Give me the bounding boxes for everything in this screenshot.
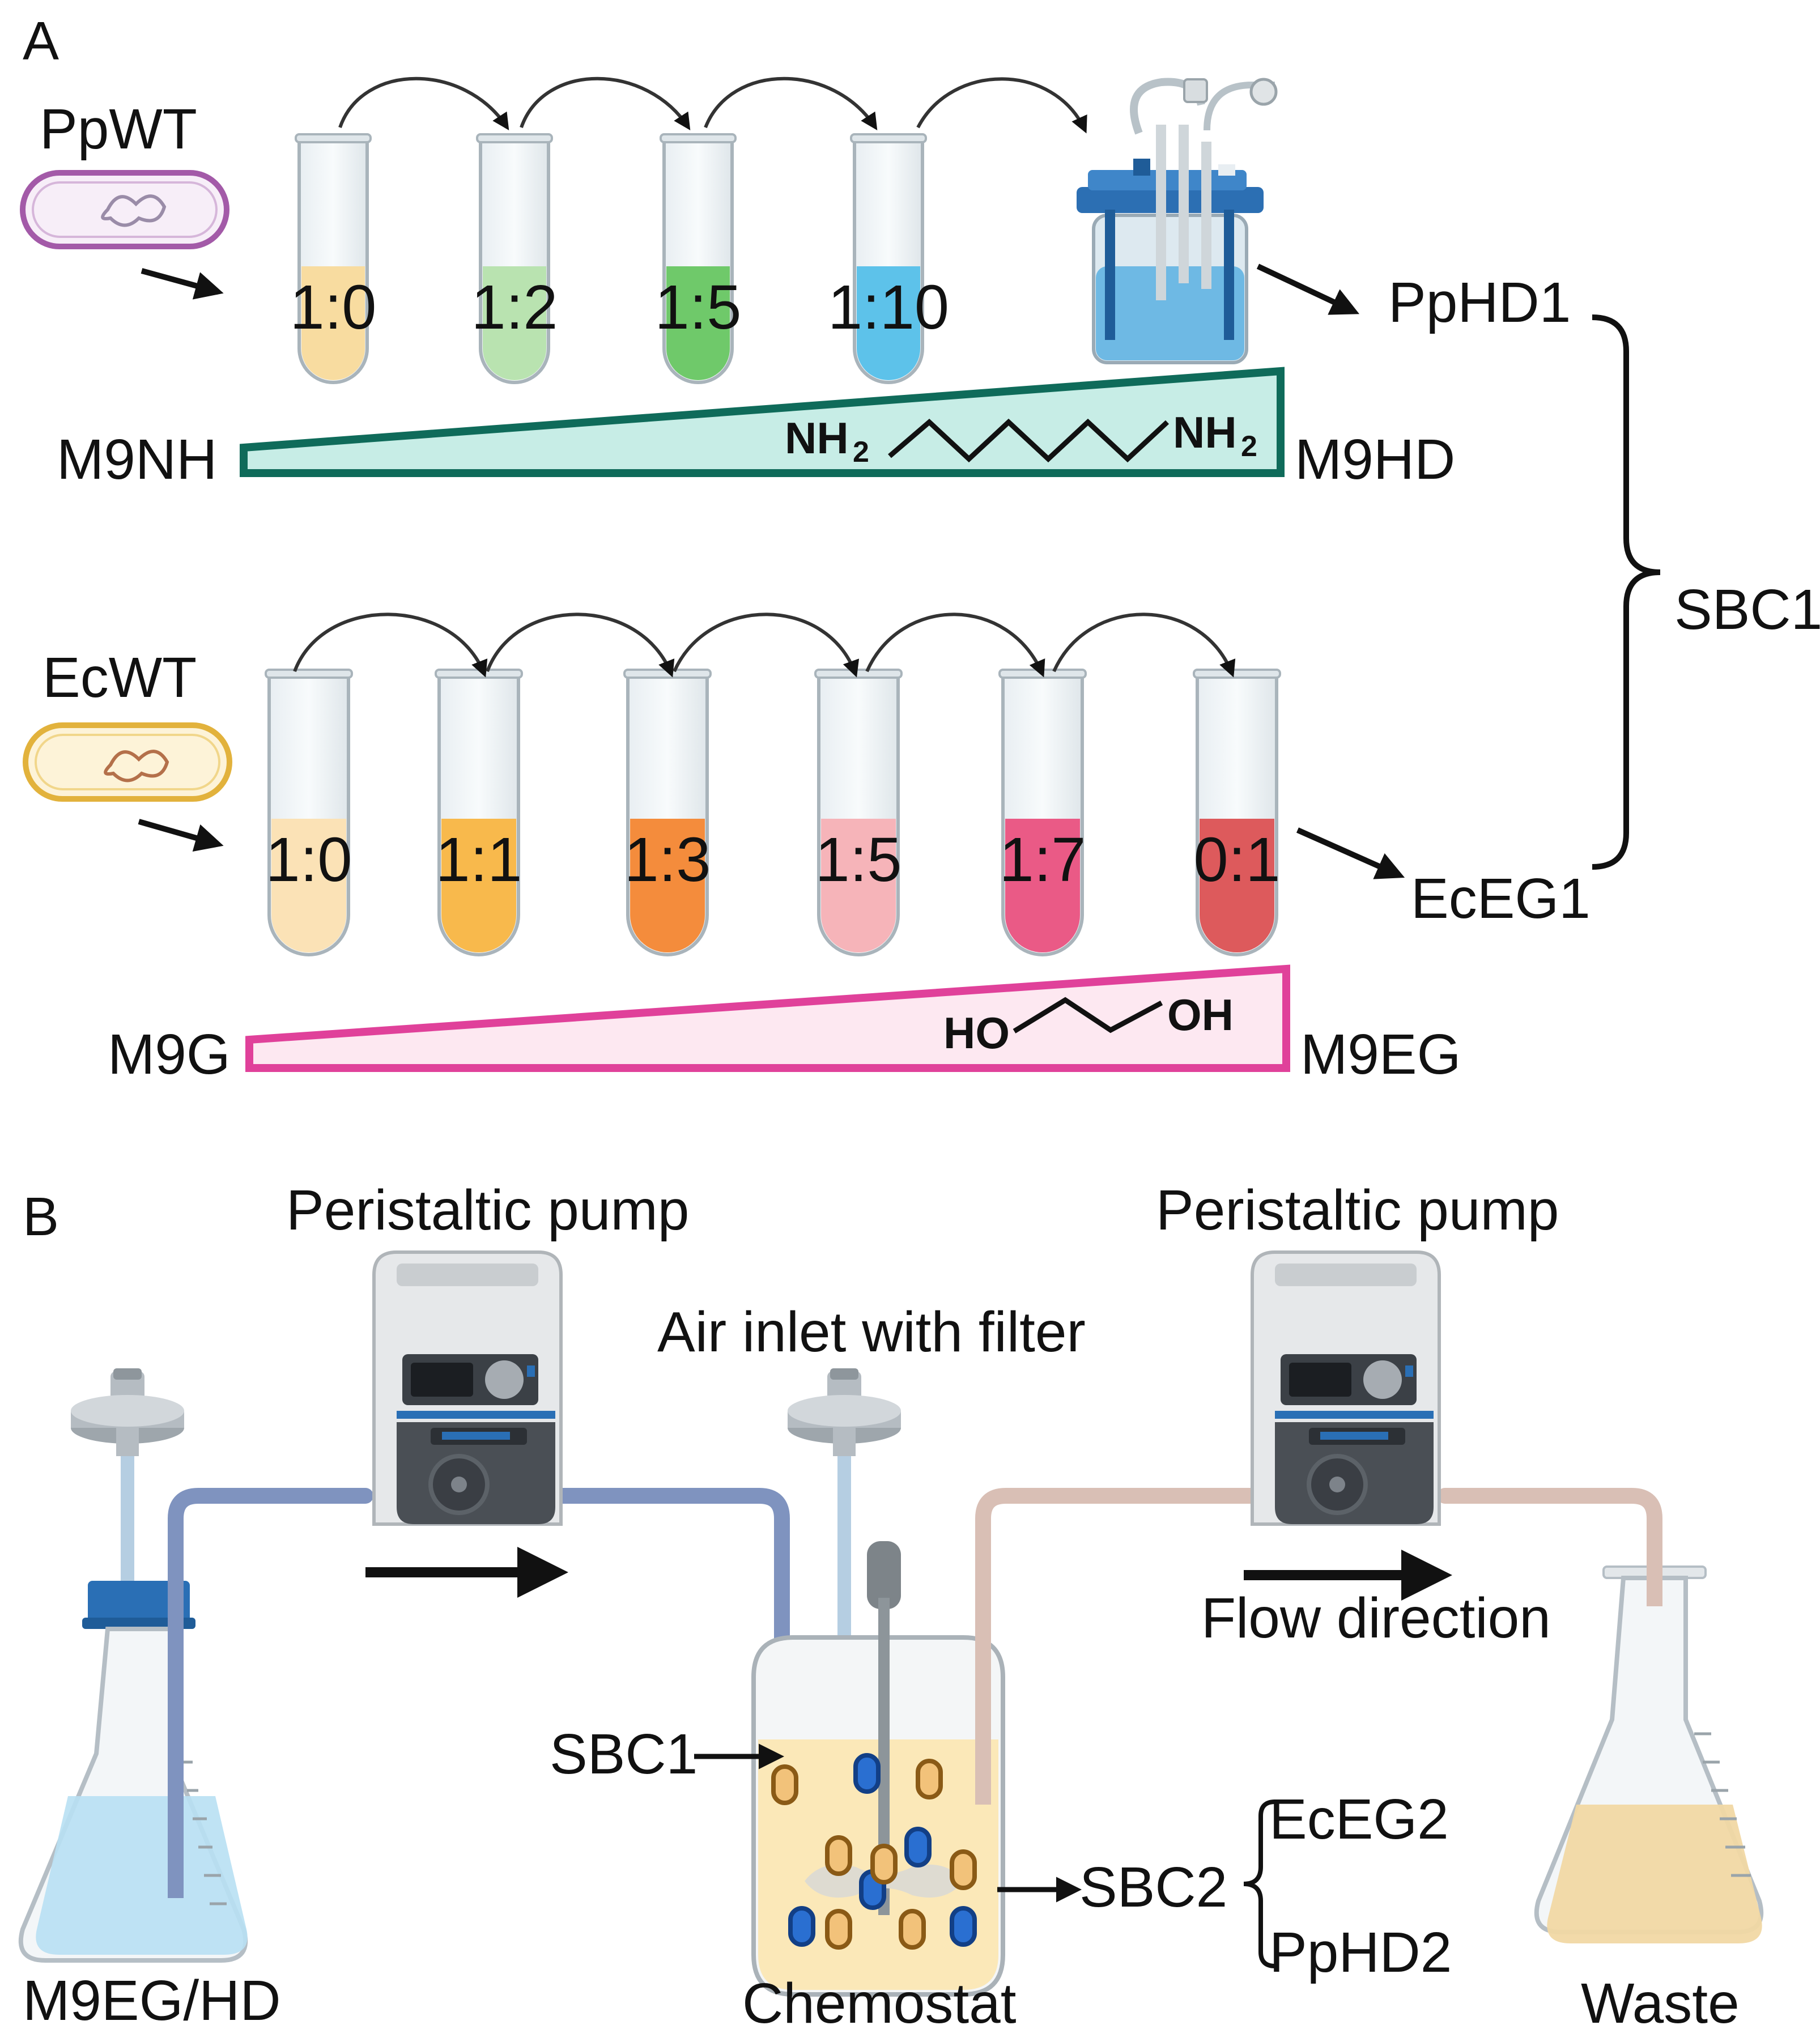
pphd1-arrow xyxy=(1256,263,1360,315)
row2-tube-5-ratio-label: 1:7 xyxy=(1000,825,1086,895)
ecoli-cell xyxy=(825,1909,852,1950)
row1-tube-4: 1:10 xyxy=(828,133,949,384)
hexanediamine-chain xyxy=(888,418,1170,463)
pump-right-label: Peristaltic pump xyxy=(1156,1179,1559,1242)
ecoli-cell xyxy=(771,1764,798,1805)
feed-air-filter-icon xyxy=(71,1368,184,1456)
hd-gradient-wedge xyxy=(240,367,1285,477)
row2-tube-6-ratio-label: 0:1 xyxy=(1194,825,1281,895)
feed-flask-icon xyxy=(18,1581,248,1963)
feed-tube-out xyxy=(547,1488,790,1725)
chemostat-label: Chemostat xyxy=(742,1972,1017,2035)
peristaltic-pump-left-icon xyxy=(372,1250,563,1526)
pputida-cell xyxy=(788,1906,815,1947)
panel-a-label: A xyxy=(23,11,59,71)
consortium-sbc1-label: SBC1 xyxy=(1674,578,1820,641)
hydroxyl-left-label: HO xyxy=(943,1008,1010,1058)
eceg1-arrow xyxy=(1296,827,1405,879)
feed-tube-in xyxy=(168,1488,373,1583)
row2-tube-1: 1:0 xyxy=(265,669,353,956)
chemostat-vessel-icon xyxy=(751,1541,1005,1997)
hydroxyl-right-label: OH xyxy=(1167,990,1234,1040)
peristaltic-pump-right-icon xyxy=(1251,1250,1441,1526)
row1-tube-2-ratio-label: 1:2 xyxy=(471,273,558,342)
gradient-start-m9nh: M9NH xyxy=(57,428,217,491)
waste-tube xyxy=(1437,1488,1662,1614)
output-brace xyxy=(1243,1799,1275,1968)
row2-tube-4: 1:5 xyxy=(814,669,903,956)
row2-tube-2-ratio-label: 1:1 xyxy=(436,825,522,895)
waste-flask-icon xyxy=(1534,1565,1764,1943)
ppwt-inoculate-arrow xyxy=(141,268,224,300)
row2-tube-3: 1:3 xyxy=(623,669,712,956)
row2-tube-2: 1:1 xyxy=(435,669,523,956)
ecoli-cell xyxy=(870,1844,898,1884)
product-eceg1: EcEG1 xyxy=(1411,867,1591,930)
ethylene-glycol-chain xyxy=(1013,997,1163,1033)
effluent-tube xyxy=(975,1488,1266,1813)
row1-tube-3: 1:5 xyxy=(655,133,742,384)
eg-gradient-wedge xyxy=(245,964,1290,1072)
row1-tube-2: 1:2 xyxy=(471,133,558,384)
amine-left-subscript: 2 xyxy=(853,436,869,469)
row1-tube-4-ratio-label: 1:10 xyxy=(828,273,949,342)
ecoli-cell xyxy=(950,1849,977,1890)
ecoli-cell xyxy=(899,1909,926,1950)
output-member-2: PpHD2 xyxy=(1269,1921,1452,1984)
row1-tubes: 1:01:21:51:100:1 xyxy=(290,133,1205,384)
ecoli-cell xyxy=(825,1835,852,1876)
row1-transfer-arrows xyxy=(338,76,1087,134)
pputida-cell xyxy=(853,1753,881,1794)
chemostat-cells xyxy=(771,1753,977,1950)
gradient-start-m9g: M9G xyxy=(108,1023,231,1086)
output-sbc2-label: SBC2 xyxy=(1079,1856,1227,1919)
row1-tube-3-ratio-label: 1:5 xyxy=(655,273,742,342)
row2-tube-3-ratio-label: 1:3 xyxy=(624,825,711,895)
pputida-cell xyxy=(950,1906,977,1947)
row2-transfer-arrows xyxy=(293,612,1236,678)
product-pphd1: PpHD1 xyxy=(1388,271,1571,334)
row2-tube-1-ratio-label: 1:0 xyxy=(266,825,352,895)
ecwt-inoculate-arrow xyxy=(138,819,224,852)
row2-tube-6: 0:1 xyxy=(1193,669,1281,956)
gradient-end-m9eg: M9EG xyxy=(1300,1023,1461,1086)
chemostat-air-filter-icon xyxy=(788,1368,901,1456)
organism-ppwt-label: PpWT xyxy=(40,97,197,161)
row2-tube-5: 1:7 xyxy=(998,669,1087,956)
row1-tube-1-ratio-label: 1:0 xyxy=(290,273,377,342)
row1-tube-1: 1:0 xyxy=(290,133,377,384)
organism-ecwt-label: EcWT xyxy=(42,646,197,709)
pputida-cell xyxy=(904,1827,932,1867)
waste-label: Waste xyxy=(1581,1972,1740,2035)
amine-left-label: NH xyxy=(785,413,849,463)
output-member-1: EcEG2 xyxy=(1269,1788,1449,1851)
row2-tubes: 1:0 1:1 1:3 1:5 1:7 0:1 xyxy=(265,669,1281,956)
amine-right-label: NH xyxy=(1173,407,1237,457)
amine-right-subscript: 2 xyxy=(1241,430,1257,463)
consortium-brace xyxy=(1592,314,1661,870)
feed-medium-label: M9EG/HD xyxy=(23,1969,281,2032)
row2-tube-4-ratio-label: 1:5 xyxy=(815,825,902,895)
gradient-end-m9hd: M9HD xyxy=(1295,428,1455,491)
ecwt-cell xyxy=(23,722,232,802)
bioreactor-icon xyxy=(1077,78,1278,364)
pump-left-label: Peristaltic pump xyxy=(286,1179,689,1242)
flow-direction-label: Flow direction xyxy=(1201,1586,1551,1650)
panel-b-label: B xyxy=(23,1186,59,1247)
ecoli-cell xyxy=(916,1759,943,1799)
ppwt-cell xyxy=(20,170,229,249)
inoculum-sbc1-label: SBC1 xyxy=(550,1722,698,1786)
air-inlet-label: Air inlet with filter xyxy=(657,1300,1086,1364)
